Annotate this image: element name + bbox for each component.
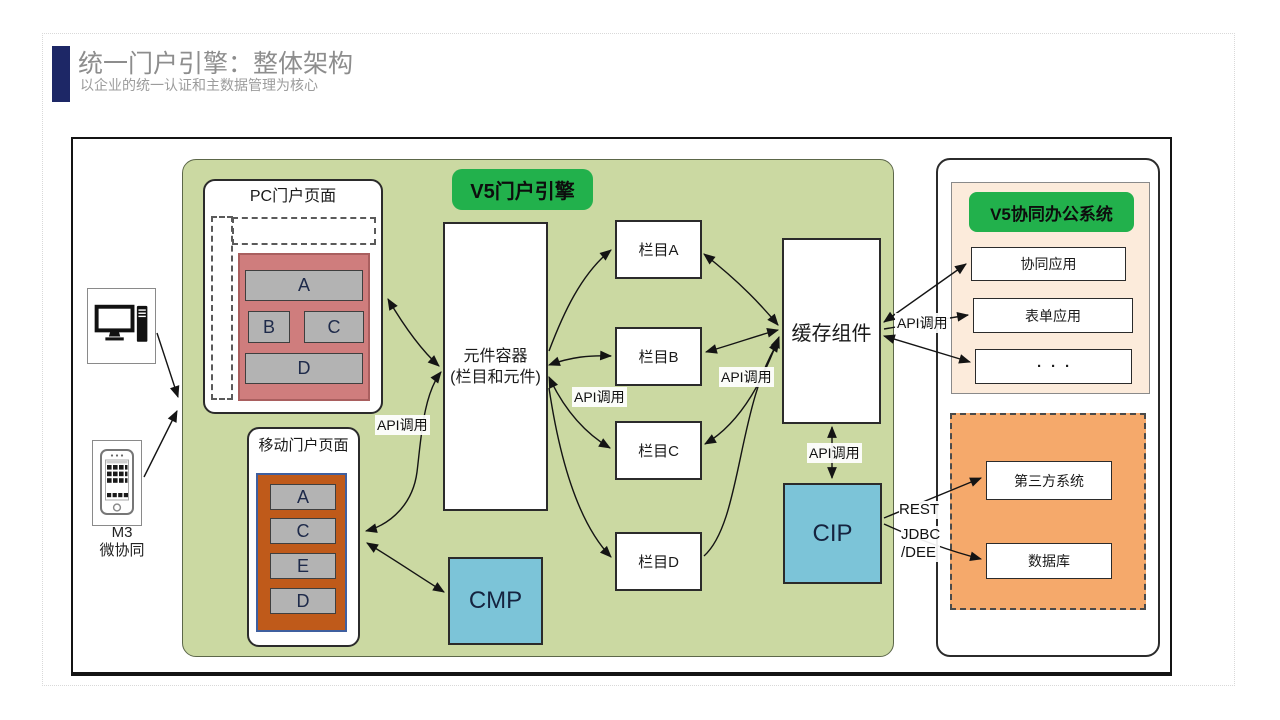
third-party-box: 第三方系统: [986, 461, 1112, 500]
cip-box: CIP: [783, 483, 882, 584]
cmp-box: CMP: [448, 557, 543, 645]
placeholder-frame: [42, 33, 1235, 686]
component-container-label: 元件容器 (栏目和元件): [450, 346, 541, 388]
title-accent-bar: [52, 46, 70, 102]
pc-layout-dashed-top: [232, 217, 376, 245]
pc-layout-dashed-left: [211, 216, 233, 400]
portal-engine-badge: V5门户引擎: [452, 169, 593, 210]
pc-block: A: [245, 270, 363, 301]
pc-block: C: [304, 311, 364, 343]
api-call-label-3: API调用: [719, 367, 774, 387]
column-box-b: 栏目B: [615, 327, 702, 386]
page-title: 统一门户引擎：整体架构: [78, 50, 354, 78]
column-box-a: 栏目A: [615, 220, 702, 279]
column-box-c: 栏目C: [615, 421, 702, 480]
page-subtitle: 以企业的统一认证和主数据管理为核心: [80, 77, 318, 93]
jdbc-label: JDBC: [901, 526, 941, 544]
form-app-box: 表单应用: [973, 298, 1133, 333]
column-box-d: 栏目D: [615, 532, 702, 591]
desktop-client-box: [87, 288, 156, 364]
external-systems-panel: [950, 413, 1146, 610]
collab-app-box: 协同应用: [971, 247, 1126, 281]
m3-client-name: M3: [111, 524, 133, 541]
mobile-block: D: [270, 588, 336, 614]
component-container-line1: 元件容器: [463, 347, 528, 365]
database-box: 数据库: [986, 543, 1112, 579]
pc-block: B: [248, 311, 290, 343]
component-container-box: 元件容器 (栏目和元件): [443, 222, 548, 511]
api-call-label-1: API调用: [375, 415, 430, 435]
mobile-block: C: [270, 518, 336, 544]
mobile-block: E: [270, 553, 336, 579]
pc-portal-title: PC门户页面: [249, 188, 337, 205]
dee-label: /DEE: [901, 544, 941, 562]
api-call-label-5: API调用: [807, 443, 862, 463]
mobile-block: A: [270, 484, 336, 510]
m3-client-label: M3 微协同: [80, 524, 164, 560]
mobile-client-box: [92, 440, 142, 526]
api-call-label-4: API调用: [895, 313, 950, 333]
desktop-computer-icon: [94, 304, 147, 342]
mobile-portal-title: 移动门户页面: [258, 436, 349, 454]
more-apps-box: ···: [975, 349, 1132, 384]
pc-block: D: [245, 353, 363, 384]
api-call-label-2: API调用: [572, 387, 627, 407]
rest-label: REST: [899, 501, 940, 519]
component-container-line2: (栏目和元件): [450, 368, 541, 386]
cache-component-box: 缓存组件: [782, 238, 881, 424]
m3-client-subname: 微协同: [99, 542, 145, 559]
jdbc-dee-label: JDBC /DEE: [901, 526, 941, 562]
office-system-badge: V5协同办公系统: [969, 192, 1134, 232]
smartphone-icon: [100, 449, 134, 515]
